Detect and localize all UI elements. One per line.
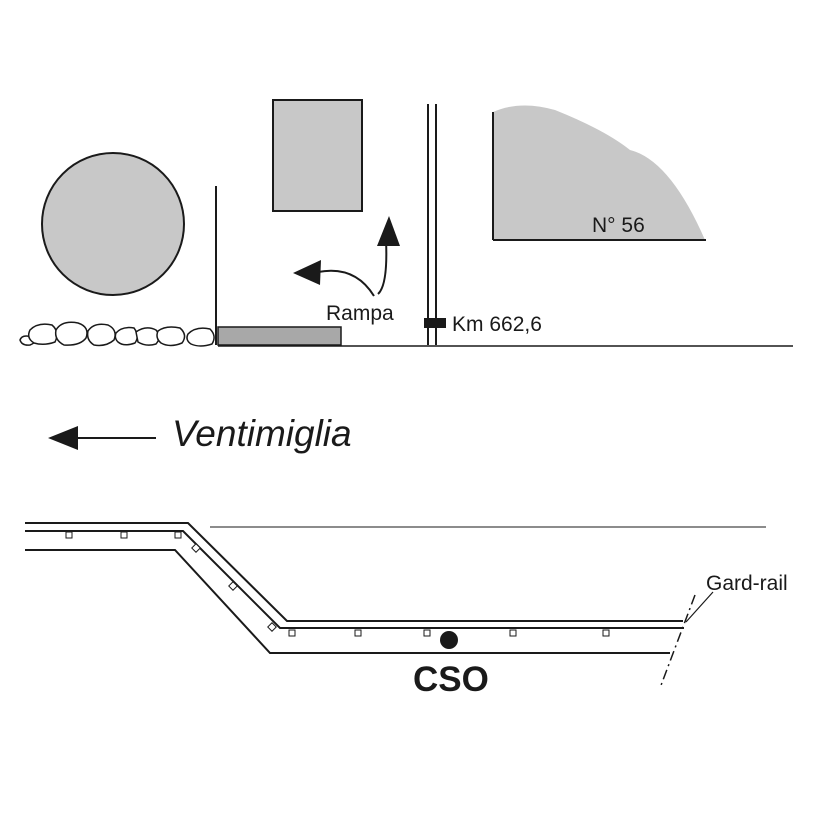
ramp-label: Rampa: [326, 302, 394, 325]
ramp-arrow-left-shaft: [317, 269, 375, 297]
channel-top-edge: [25, 522, 683, 622]
ramp-bar: [217, 326, 342, 346]
cso-point: [440, 631, 458, 649]
guardrail-label: Gard-rail: [706, 572, 788, 595]
cso-label: CSO: [413, 660, 489, 699]
channel-bottom-edge: [25, 549, 670, 654]
channel-inner-edge: [25, 530, 684, 629]
km-marker-symbol: [424, 318, 446, 328]
building-n56: [493, 105, 705, 240]
round-structure: [41, 152, 185, 296]
building-rectangle: [272, 99, 363, 212]
ramp-arrow-up-head: [377, 216, 400, 246]
km-marker-label: Km 662,6: [452, 313, 542, 336]
pipe-markers: [65, 531, 610, 637]
guardrail-line: [659, 594, 696, 689]
guardrail-leader: [685, 591, 714, 623]
stone-wall: [19, 321, 215, 347]
ramp-arrow-up-shaft: [377, 239, 388, 295]
direction-label: Ventimiglia: [172, 413, 352, 454]
house-number-label: N° 56: [592, 214, 645, 237]
direction-arrow-head: [48, 426, 78, 450]
ramp-arrow-left-head: [293, 260, 321, 285]
